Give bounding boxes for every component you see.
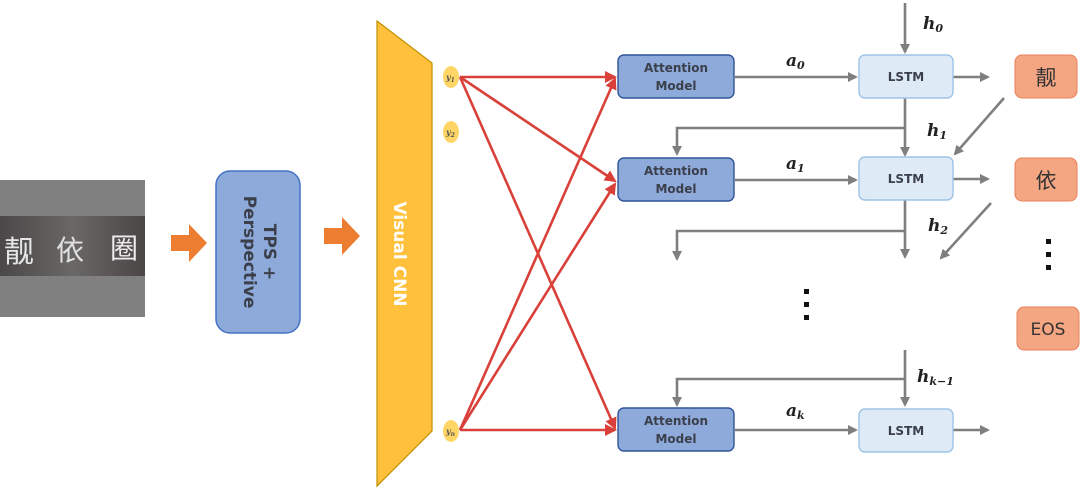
input-char-2: 依 bbox=[56, 234, 84, 267]
svg-text:LSTM: LSTM bbox=[888, 70, 924, 84]
svg-text:Model: Model bbox=[655, 432, 696, 446]
flow-arrow-1 bbox=[171, 224, 207, 262]
context-label-a0: a0 bbox=[786, 51, 805, 72]
hidden-label-h1: h1 bbox=[927, 121, 947, 142]
context-label-ak: ak bbox=[786, 401, 805, 422]
visual-cnn-block: Visual CNN bbox=[376, 19, 433, 488]
output-token-eos: EOS bbox=[1016, 306, 1080, 351]
context-label-a1: a1 bbox=[786, 154, 805, 175]
input-image: 靓 依 圈 bbox=[0, 180, 145, 317]
center-ellipsis bbox=[804, 289, 809, 320]
svg-text:Model: Model bbox=[655, 79, 696, 93]
svg-text:y2: y2 bbox=[445, 127, 455, 139]
edge-y1-att1 bbox=[459, 75, 617, 183]
input-char-1: 靓 bbox=[4, 235, 34, 270]
attention-block-0: Attention Model bbox=[617, 54, 735, 99]
svg-text:Attention: Attention bbox=[644, 61, 708, 75]
cnn-label: Visual CNN bbox=[389, 201, 409, 306]
input-char-3: 圈 bbox=[110, 232, 138, 265]
feature-node-2: y2 bbox=[443, 121, 459, 143]
svg-text:y1: y1 bbox=[445, 72, 455, 84]
lstm-block-0: LSTM bbox=[858, 54, 954, 99]
edge-yn-att0 bbox=[458, 77, 617, 431]
svg-text:依: 依 bbox=[1036, 169, 1057, 193]
svg-text:EOS: EOS bbox=[1031, 320, 1066, 340]
feature-node-n: yn bbox=[443, 420, 459, 442]
svg-text:Attention: Attention bbox=[644, 164, 708, 178]
svg-text:LSTM: LSTM bbox=[888, 172, 924, 186]
svg-text:Attention: Attention bbox=[644, 414, 708, 428]
hidden-label-h2: h2 bbox=[928, 216, 948, 237]
rectifier-label-1: TPS + bbox=[259, 224, 279, 280]
output-token-1: 靓 bbox=[1014, 54, 1078, 99]
attention-block-1: Attention Model bbox=[617, 157, 735, 202]
hidden-label-h0: h0 bbox=[923, 14, 943, 35]
lstm-block-1: LSTM bbox=[858, 156, 954, 201]
svg-text:yn: yn bbox=[445, 426, 455, 438]
svg-text:LSTM: LSTM bbox=[888, 424, 924, 438]
svg-text:靓: 靓 bbox=[1036, 66, 1057, 90]
flow-arrow-2 bbox=[324, 217, 360, 255]
output-token-2: 依 bbox=[1014, 157, 1078, 202]
attention-edges bbox=[458, 71, 617, 436]
edge-yn-att1 bbox=[458, 182, 617, 431]
output-ellipsis bbox=[1046, 239, 1051, 270]
feature-node-1: y1 bbox=[443, 66, 459, 88]
rectifier-block: TPS + Perspective bbox=[215, 170, 301, 334]
lstm-block-k: LSTM bbox=[858, 408, 954, 453]
rectifier-label-2: Perspective bbox=[239, 196, 259, 309]
hidden-label-hk-1: hk−1 bbox=[917, 367, 954, 388]
connectors bbox=[672, 3, 1005, 435]
svg-text:Model: Model bbox=[655, 182, 696, 196]
attention-block-k: Attention Model bbox=[617, 407, 735, 452]
